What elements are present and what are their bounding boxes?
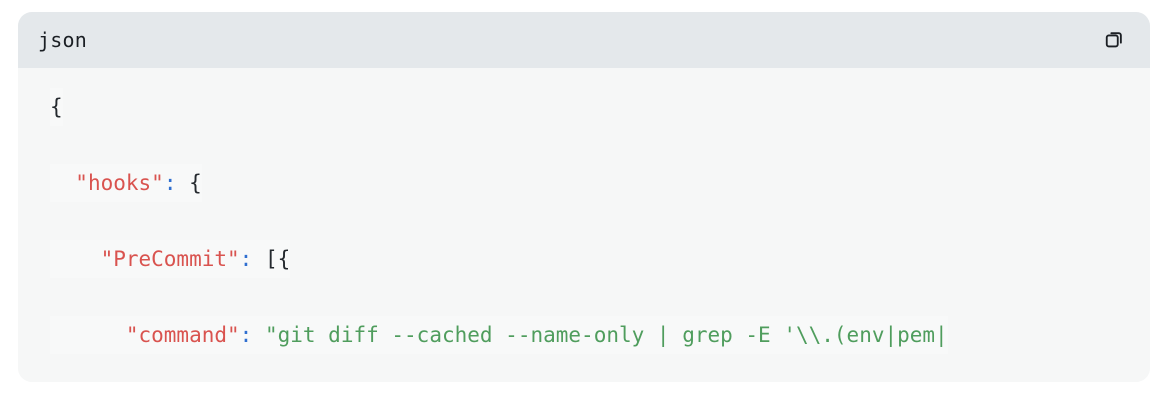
code-indent	[50, 171, 75, 195]
code-token-punc: {	[50, 95, 63, 119]
code-token-key: "command"	[125, 323, 240, 347]
code-token-colon: :	[239, 247, 253, 271]
code-indent	[50, 247, 101, 271]
code-token-colon: :	[239, 323, 253, 347]
code-block-body: { "hooks": { "PreCommit": [{ "command": …	[18, 68, 1150, 382]
code-token-key: "PreCommit"	[100, 247, 240, 271]
code-root: { "hooks": { "PreCommit": [{ "command": …	[50, 88, 1150, 382]
code-token-punc: [{	[252, 247, 291, 271]
code-token-colon: :	[163, 171, 177, 195]
code-line: "PreCommit": [{	[50, 240, 1150, 278]
code-block-card: json { "hooks": { "PreCommit": [{ "comma…	[18, 12, 1150, 382]
code-line: "command": "git diff --cached --name-onl…	[50, 316, 1150, 354]
code-line: "hooks": {	[50, 164, 1150, 202]
code-token-punc: {	[176, 171, 202, 195]
copy-icon	[1104, 29, 1126, 51]
code-line: {	[50, 88, 1150, 126]
code-token-key: "hooks"	[75, 171, 164, 195]
code-indent	[50, 323, 126, 347]
code-content[interactable]: { "hooks": { "PreCommit": [{ "command": …	[18, 88, 1150, 382]
code-token-string: "git diff --cached --name-only | grep -E…	[264, 323, 948, 347]
copy-code-button[interactable]	[1098, 23, 1132, 57]
code-token-punc	[252, 323, 265, 347]
code-block-header: json	[18, 12, 1150, 68]
code-language-label: json	[38, 28, 87, 52]
